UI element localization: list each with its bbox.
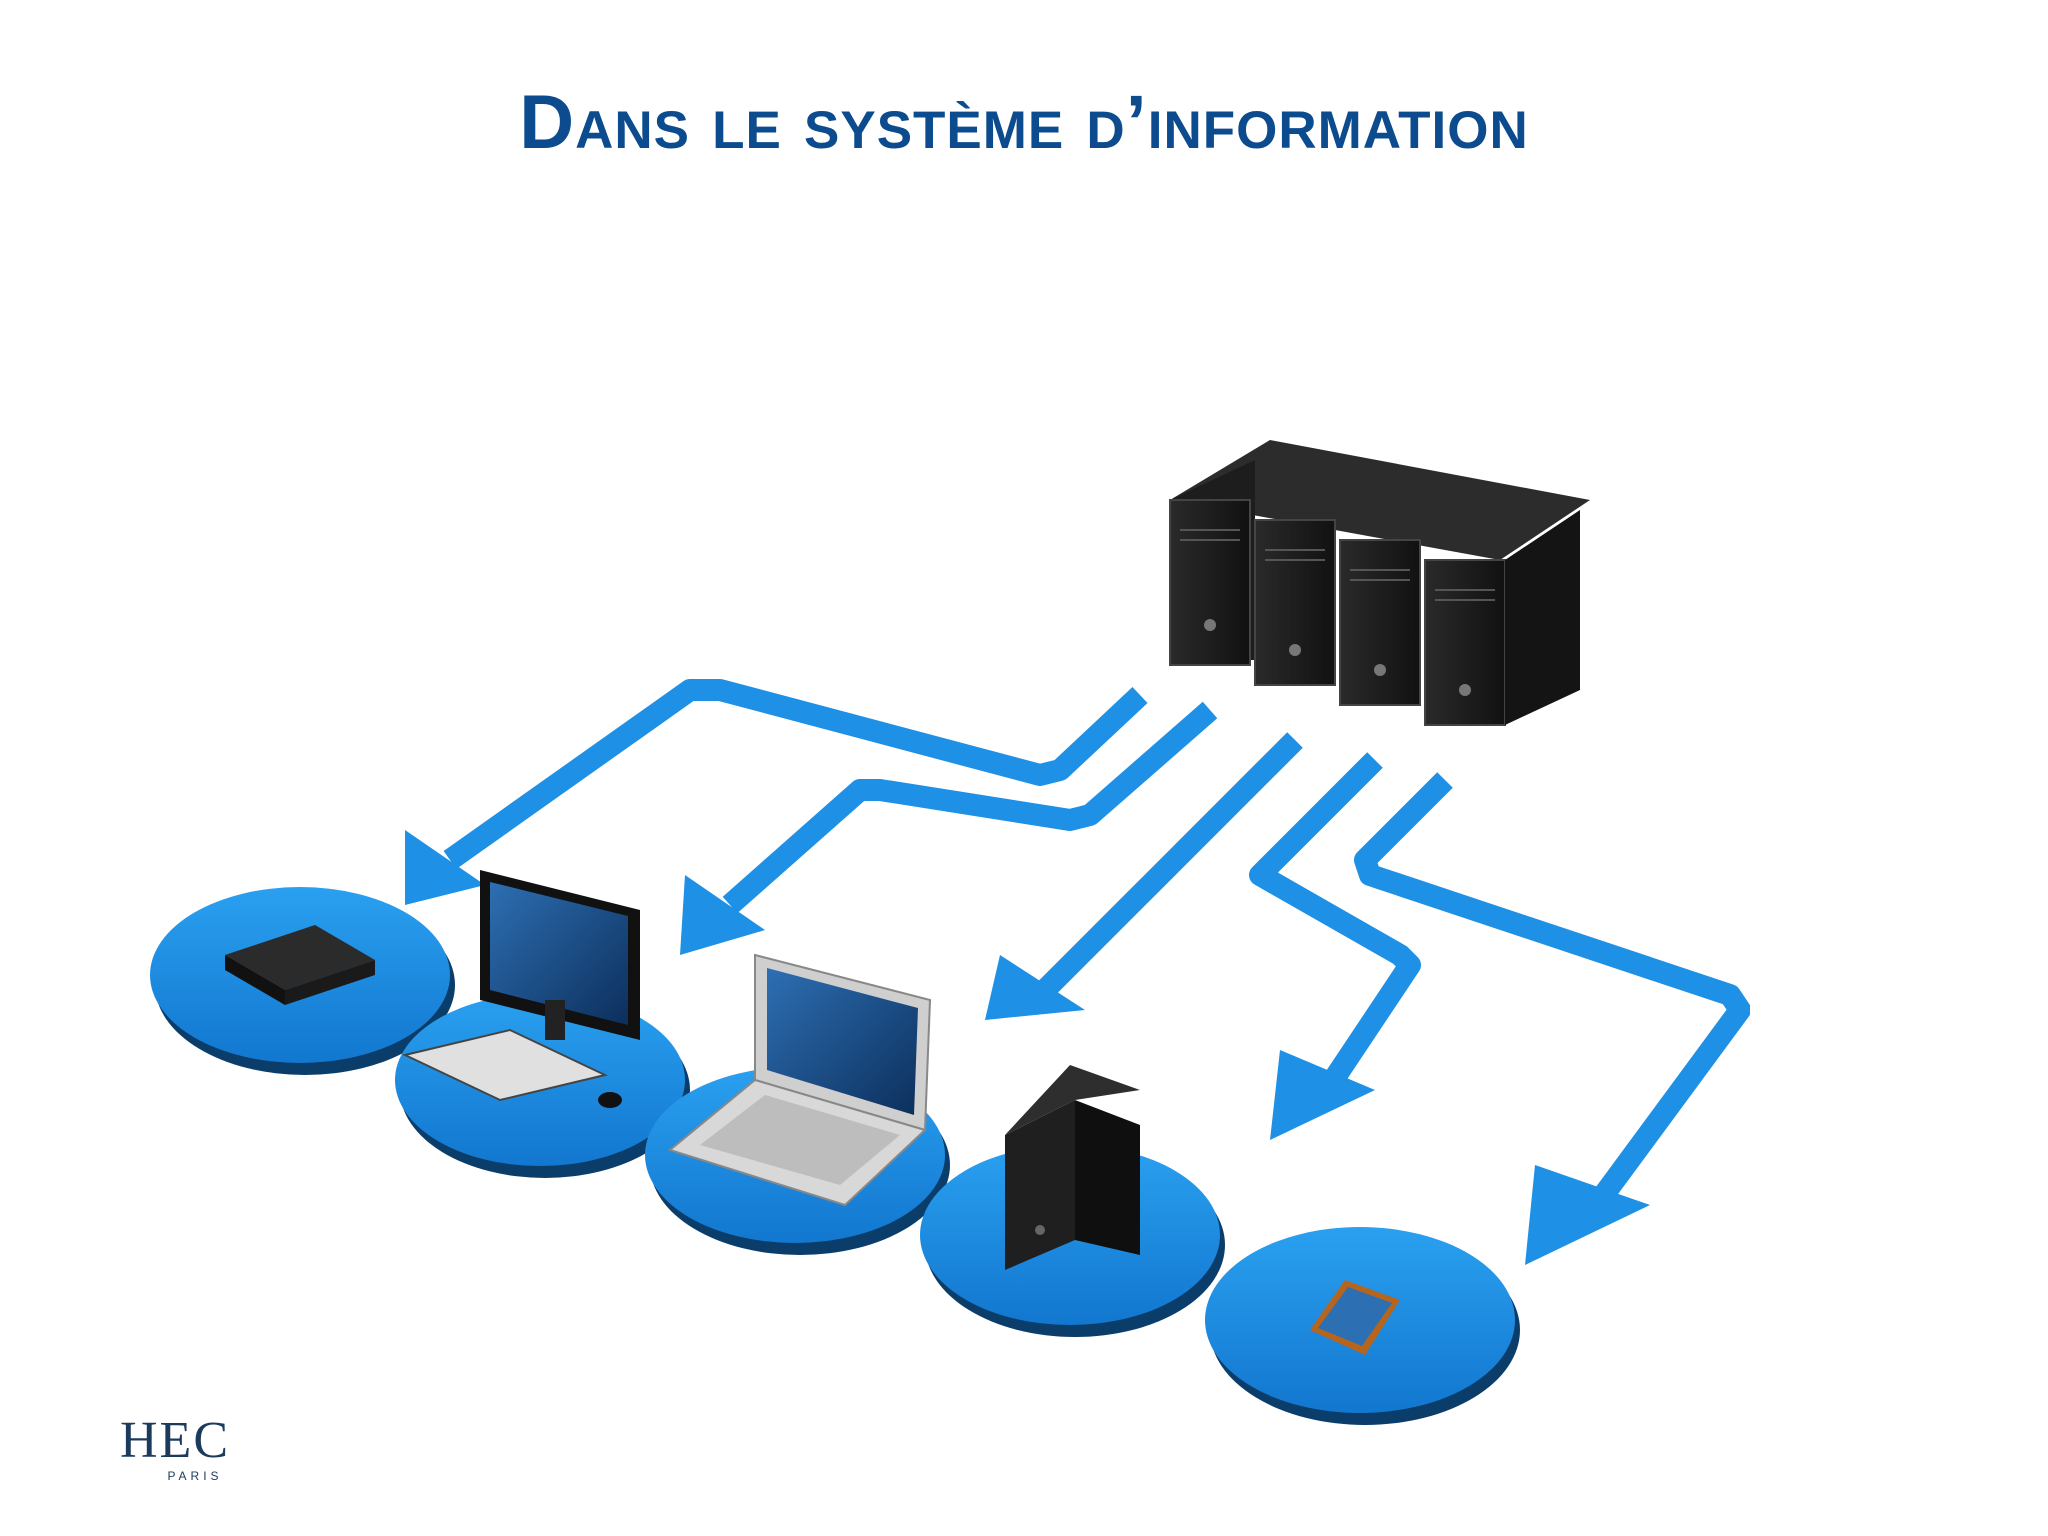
tower-pc-icon <box>1005 1065 1140 1270</box>
arrow-path <box>443 679 1148 869</box>
data-flow-arrows <box>443 679 1750 1207</box>
arrow-path <box>1354 772 1750 1207</box>
arrow-path <box>1249 752 1421 1092</box>
server-rack-icon <box>1169 440 1590 726</box>
arrow-head <box>1270 1050 1375 1140</box>
arrow-head <box>405 830 485 905</box>
server-unit <box>1339 539 1421 706</box>
arrow-heads <box>405 830 1650 1265</box>
server-unit <box>1169 460 1255 666</box>
arrow-head <box>680 875 765 955</box>
server-unit <box>1424 510 1580 726</box>
logo-subtitle: PARIS <box>167 1469 223 1483</box>
laptop-icon <box>667 953 932 1207</box>
arrow-path <box>722 701 1218 914</box>
server-unit <box>1254 519 1336 686</box>
arrow-path <box>1037 732 1303 998</box>
desktop-computer-icon <box>402 870 640 1108</box>
arrow-head <box>1525 1165 1650 1265</box>
network-illustration <box>150 440 1750 1425</box>
set-top-box-icon <box>225 925 375 1005</box>
tablet-icon <box>1310 1280 1400 1355</box>
arrow-head <box>985 955 1085 1020</box>
hec-paris-logo: HEC PARIS <box>105 1415 245 1485</box>
slide-title: Dans le système d’information <box>519 80 1529 165</box>
logo-wordmark: HEC <box>120 1412 230 1469</box>
